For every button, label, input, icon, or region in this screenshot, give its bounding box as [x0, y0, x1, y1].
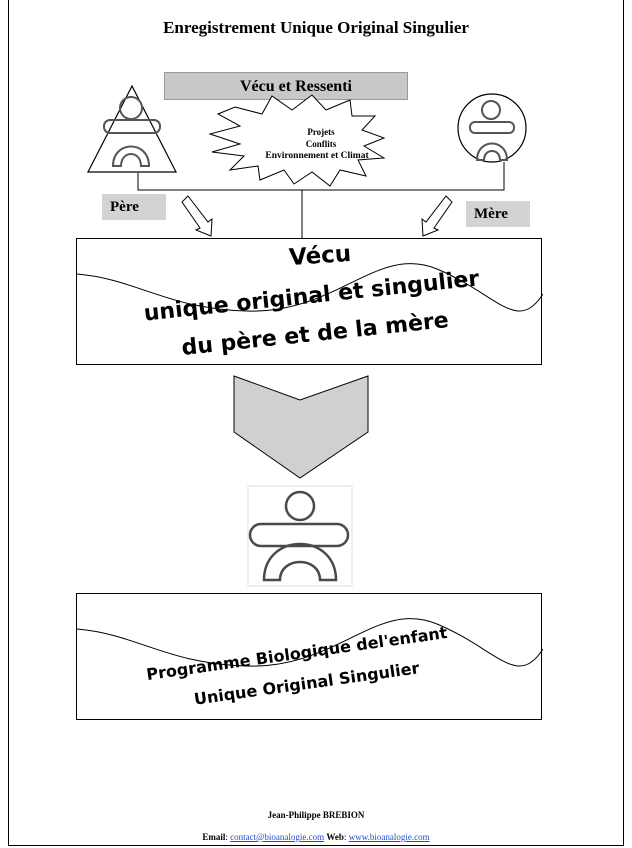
parents-experience-box: Vécu unique original et singulier du pèr…: [76, 238, 543, 365]
father-down-arrow-icon: [181, 195, 213, 237]
email-link[interactable]: contact@bioanalogie.com: [230, 832, 325, 842]
father-triangle-icon: [87, 84, 177, 173]
page-frame: [8, 0, 624, 846]
big-down-arrow-icon: [233, 375, 369, 479]
child-figure-icon: [247, 485, 353, 587]
box2-wave-icon: [77, 618, 543, 667]
web-label: Web: [326, 832, 344, 842]
experience-banner-label: Vécu et Ressenti: [240, 78, 352, 95]
web-link[interactable]: www.bioanalogie.com: [348, 832, 430, 842]
experience-banner: [164, 72, 408, 100]
parent-connector-line: [137, 162, 505, 191]
footer-author: Jean-Philippe BREBION: [267, 810, 365, 820]
box1-wave-icon: [77, 263, 543, 312]
mother-tag: Mère: [466, 201, 530, 227]
box1-line-1: Vécu: [288, 240, 352, 272]
footer-contact: Email: contact@bioanalogie.com Web: www.…: [202, 832, 430, 842]
burst-line-conflits: Conflits: [305, 139, 337, 149]
starburst-shape: [208, 94, 386, 187]
page-title: Enregistrement Unique Original Singulier: [163, 18, 469, 37]
father-tag: Père: [102, 194, 166, 220]
mother-down-arrow-icon: [421, 195, 453, 237]
burst-line-environnement: Environnement et Climat: [265, 151, 369, 161]
email-label: Email: [202, 832, 226, 842]
mother-circle-icon: [457, 93, 527, 163]
child-program-box: Programme Biologique del'enfant Unique O…: [76, 593, 543, 720]
burst-line-projets: Projets: [307, 127, 335, 137]
